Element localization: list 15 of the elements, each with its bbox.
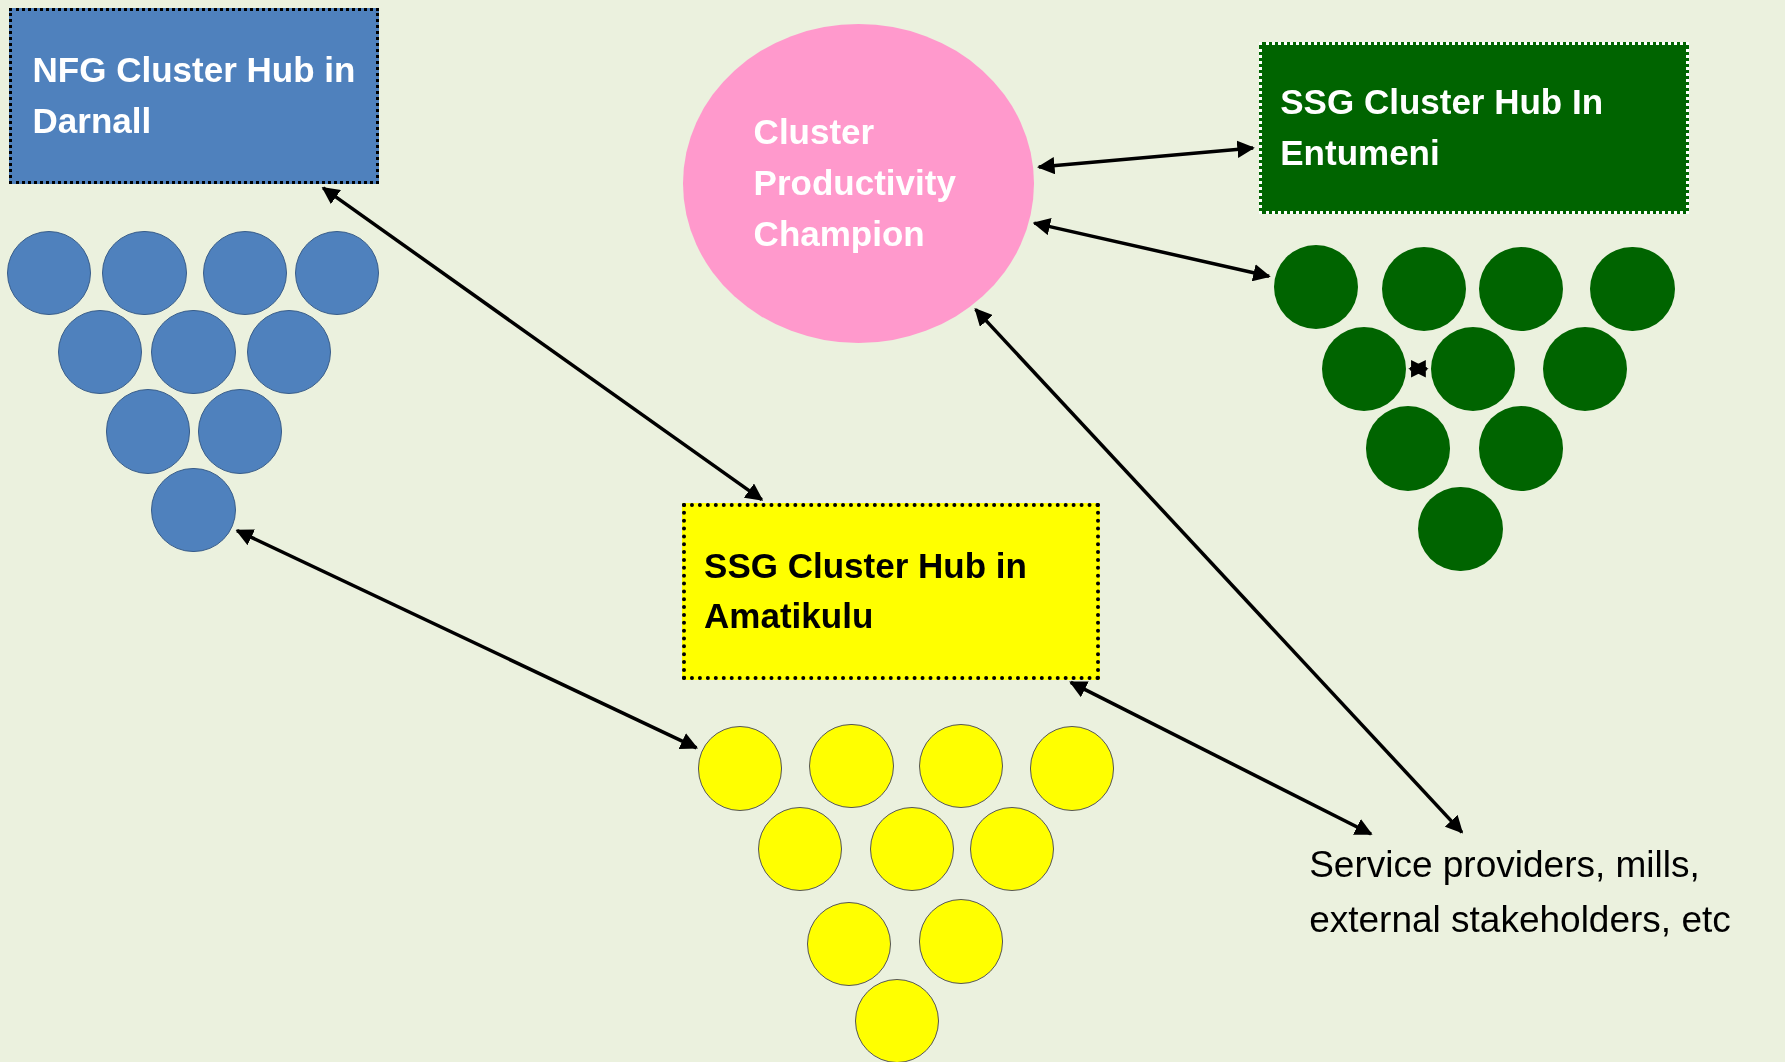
- double-arrow: [1408, 360, 1429, 378]
- hub-label: SSG Cluster Hub In Entumeni: [1280, 81, 1605, 175]
- hub-label: NFG Cluster Hub in Darnall: [32, 49, 356, 143]
- double-arrow: [1032, 218, 1271, 282]
- hub-box: [1259, 42, 1690, 214]
- double-arrow: [235, 529, 699, 750]
- double-arrow: [974, 308, 1464, 834]
- double-arrow: [1037, 140, 1255, 175]
- double-arrow: [1069, 680, 1373, 836]
- double-arrow: [321, 186, 764, 502]
- hub-label: Cluster Productivity Champion: [753, 111, 957, 255]
- hub-box: [9, 7, 380, 185]
- hub-label: SSG Cluster Hub in Amatikulu: [704, 544, 1028, 638]
- hub-box: [681, 503, 1100, 680]
- note-text: Service providers, mills, external stakeholders, etc: [1309, 842, 1732, 943]
